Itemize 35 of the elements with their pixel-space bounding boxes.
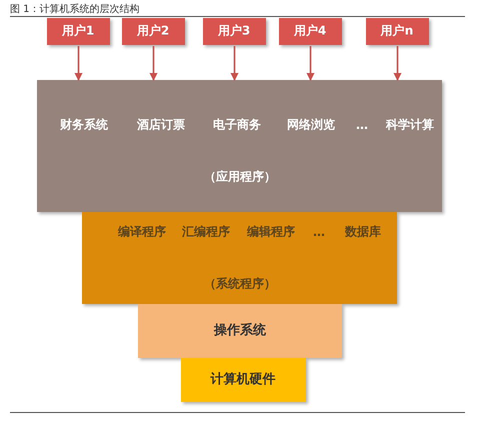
- layer-label: 用户1: [62, 22, 94, 40]
- application-layer: [37, 80, 442, 212]
- user-box: [366, 18, 429, 45]
- arrow: [394, 46, 402, 81]
- user-box: [203, 18, 266, 45]
- layer-label: 用户n: [380, 22, 414, 40]
- os-layer: [138, 304, 342, 358]
- hardware-layer: [181, 358, 306, 402]
- layer-label: 操作系统: [214, 322, 266, 339]
- user-box: [47, 18, 110, 45]
- layer-label: 酒店订票: [137, 116, 185, 134]
- arrow: [74, 46, 82, 81]
- user-box: [279, 18, 342, 45]
- layer-label: 科学计算: [386, 116, 434, 134]
- user-box: [122, 18, 185, 45]
- layer-label: 用户4: [294, 22, 326, 40]
- system-program-layer: [82, 212, 397, 304]
- layer-label: （系统程序）: [204, 276, 276, 292]
- layer-label: 编译程序: [118, 224, 166, 240]
- layer-label: 网络浏览: [287, 116, 335, 134]
- layer-label: （应用程序）: [204, 168, 276, 186]
- layer-label: 财务系统: [60, 116, 108, 134]
- layer-label: 编辑程序: [247, 224, 295, 240]
- layer-label: 电子商务: [213, 116, 261, 134]
- layer-label: 汇编程序: [182, 224, 230, 240]
- figure-title: 图 1：计算机系统的层次结构: [10, 2, 140, 16]
- layer-label: …: [313, 225, 325, 239]
- arrow: [150, 46, 158, 81]
- arrow: [230, 46, 238, 81]
- layer-label: 数据库: [345, 224, 381, 240]
- layer-label: 用户2: [136, 22, 170, 40]
- layer-label: 用户3: [218, 22, 250, 40]
- layer-label: …: [356, 118, 368, 132]
- arrow: [306, 46, 314, 81]
- layer-label: 计算机硬件: [210, 371, 276, 388]
